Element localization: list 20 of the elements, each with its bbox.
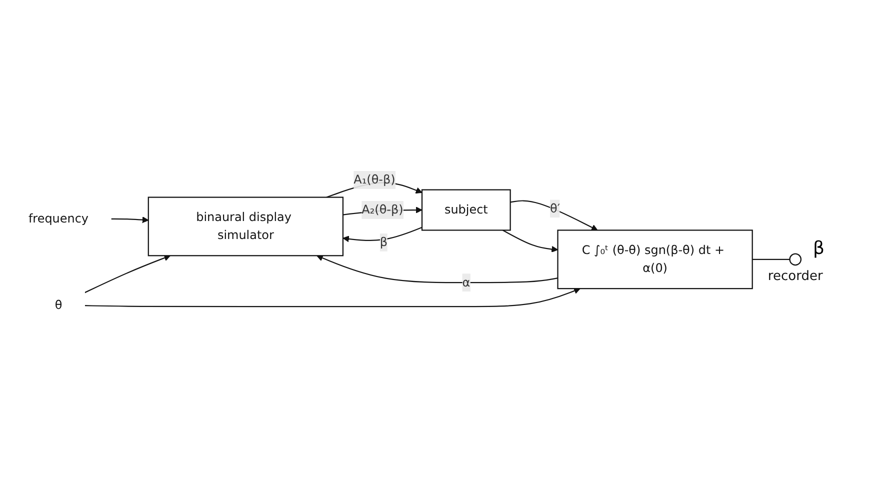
arrow — [502, 230, 558, 252]
edge-label: α — [462, 274, 470, 290]
arrow — [342, 226, 422, 242]
edge-label: β — [380, 234, 388, 250]
node-text: frequency — [28, 211, 89, 226]
arrow — [84, 254, 171, 294]
node-text: θ — [54, 297, 62, 312]
node-circle — [789, 253, 802, 266]
edge-label: A₁(θ-β) — [354, 172, 396, 187]
node-box: C ∫₀ᵗ (θ-θ) sgn(β-θ) dt + α(0) — [557, 230, 753, 290]
node-box: binaural display simulator — [148, 196, 344, 256]
arrow — [110, 216, 149, 223]
edge-label: A₂(θ-β) — [362, 202, 404, 217]
arrow — [510, 200, 598, 230]
signal-label: β — [813, 238, 826, 258]
arrow — [84, 288, 580, 307]
node-box: subject — [421, 189, 511, 231]
arrow — [316, 254, 558, 284]
connector — [752, 258, 790, 260]
edge-label: θ′ — [550, 201, 560, 216]
